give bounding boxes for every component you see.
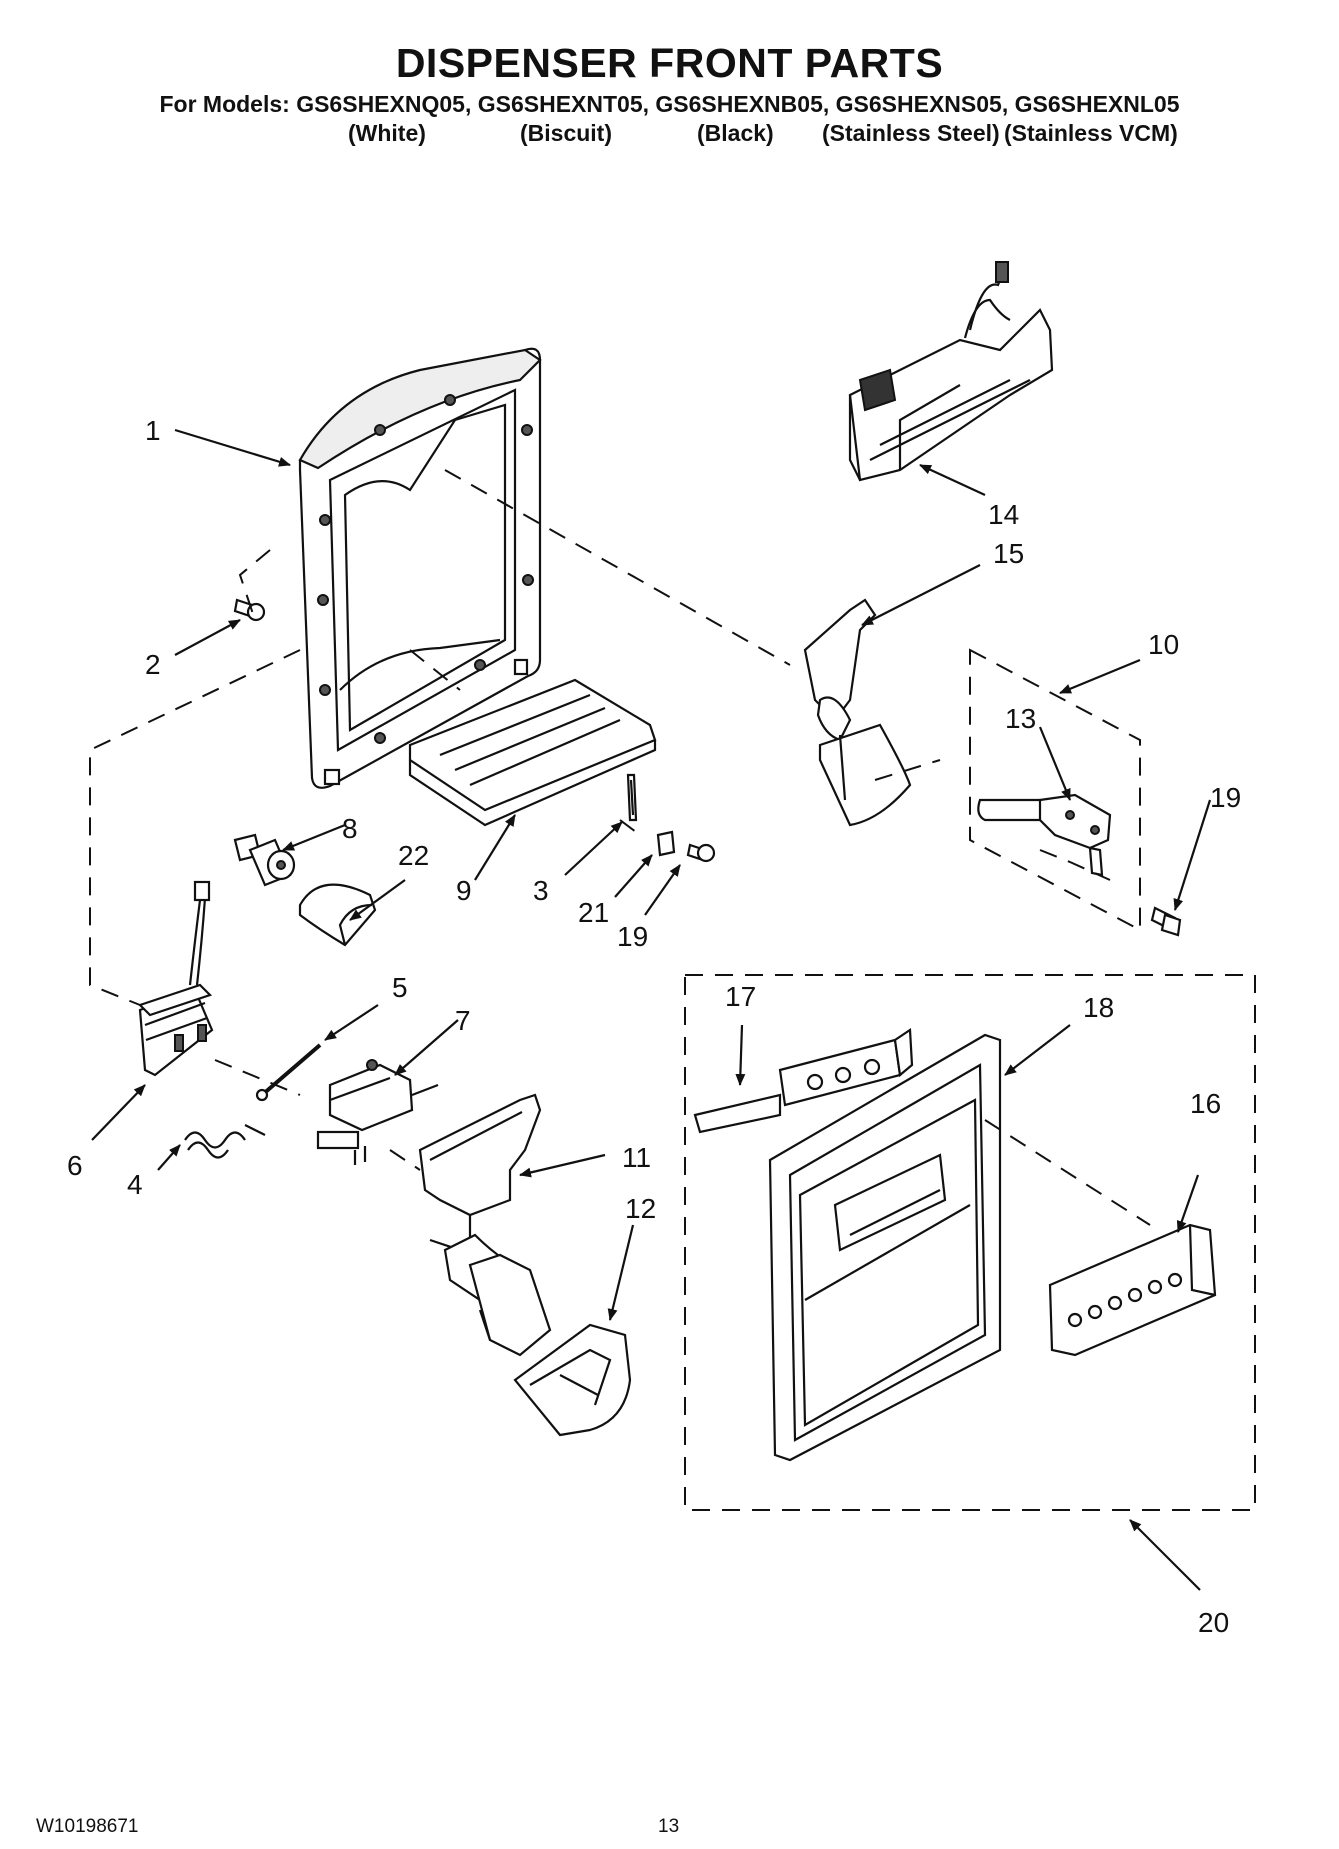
dispenser-housing-part <box>298 347 542 789</box>
callout-3: 3 <box>533 875 549 906</box>
callout-18: 18 <box>1083 992 1114 1023</box>
variant-stainless-vcm: (Stainless VCM) <box>1004 120 1178 146</box>
alignment-line <box>89 649 301 1006</box>
callout-10: 10 <box>1148 629 1179 660</box>
callout-7: 7 <box>455 1005 471 1036</box>
variant-black: (Black) <box>697 120 774 146</box>
screw-part <box>686 843 716 863</box>
solenoid-cover-part <box>298 883 377 947</box>
callout-13: 13 <box>1005 703 1036 734</box>
callout-19-right: 19 <box>1210 782 1241 813</box>
callout-1: 1 <box>145 415 161 446</box>
solenoid-part <box>233 833 296 887</box>
alignment-line <box>874 759 941 781</box>
callout-4: 4 <box>127 1169 143 1200</box>
callout-20: 20 <box>1198 1607 1229 1638</box>
screw-part <box>1150 906 1182 937</box>
spring-part <box>184 1124 266 1159</box>
callout-9: 9 <box>456 875 472 906</box>
variant-white: (White) <box>348 120 426 146</box>
retainer-part <box>656 830 676 857</box>
document-number: W10198671 <box>36 1816 139 1837</box>
alignment-line <box>214 1059 301 1096</box>
callout-15: 15 <box>993 538 1024 569</box>
alignment-line <box>409 649 461 691</box>
callout-12: 12 <box>625 1193 656 1224</box>
callout-22: 22 <box>398 840 429 871</box>
page-title: DISPENSER FRONT PARTS <box>395 40 944 86</box>
switch-part <box>977 793 1112 877</box>
flex-cable-part <box>693 1028 914 1134</box>
callout-6: 6 <box>67 1150 83 1181</box>
alignment-line <box>1039 849 1111 881</box>
spring-clip-part <box>626 773 638 822</box>
alignment-line <box>238 549 271 621</box>
models-line: For Models: GS6SHEXNQ05, GS6SHEXNT05, GS… <box>159 91 1180 117</box>
callout-2: 2 <box>145 649 161 680</box>
pin-part <box>260 1043 322 1097</box>
alignment-line <box>389 1149 421 1171</box>
callout-arrows <box>91 428 1212 1591</box>
alignment-line <box>984 1119 1151 1226</box>
callout-21: 21 <box>578 897 609 928</box>
alignment-line <box>444 469 791 666</box>
ice-chute-part <box>468 1253 632 1437</box>
group-10-boundary <box>969 648 1141 932</box>
drip-tray-part <box>408 678 657 827</box>
callout-19-center: 19 <box>617 921 648 952</box>
callout-14: 14 <box>988 499 1019 530</box>
control-panel-overlay-part <box>1048 1223 1217 1357</box>
variant-biscuit: (Biscuit) <box>520 120 612 146</box>
motor-bracket-assembly-part <box>848 261 1054 482</box>
callout-11: 11 <box>622 1142 651 1173</box>
callout-17: 17 <box>725 981 756 1012</box>
callout-5: 5 <box>392 972 408 1003</box>
variant-stainless-steel: (Stainless Steel) <box>822 120 1000 146</box>
control-module-part <box>137 880 214 1077</box>
page-number: 13 <box>658 1816 680 1837</box>
water-actuator-part <box>803 598 912 827</box>
alignment-line <box>619 819 641 836</box>
callout-8: 8 <box>342 813 358 844</box>
dispenser-front-panel-part <box>768 1033 1002 1462</box>
lever-part <box>316 1059 439 1165</box>
callout-16: 16 <box>1190 1088 1221 1119</box>
